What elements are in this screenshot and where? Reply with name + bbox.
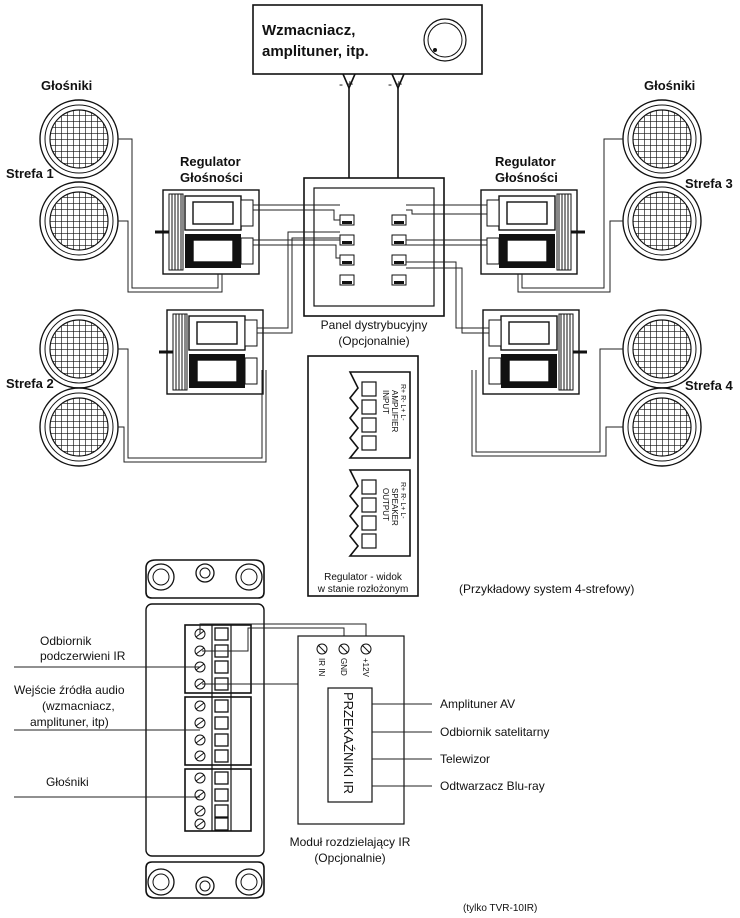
ir-receiver-label-1: Odbiornik bbox=[40, 634, 92, 648]
terminal-screw-slot bbox=[195, 752, 205, 760]
terminal-screw-slot bbox=[195, 680, 205, 688]
device-label-3: Telewizor bbox=[440, 752, 490, 766]
exploded-label-2: w stanie rozłożonym bbox=[317, 584, 409, 595]
amplifier-label-2: amplituner, itp. bbox=[262, 43, 369, 60]
input-label-3: R+ R- L+ L- bbox=[399, 384, 406, 421]
output-label-3: R+ R- L+ L- bbox=[399, 482, 406, 519]
terminal-clamp bbox=[214, 749, 229, 763]
terminal-clamp bbox=[214, 771, 229, 785]
ir-relays-label: PRZEKAŹNIKI IR bbox=[341, 692, 356, 794]
device-label-2: Odbiornik satelitarny bbox=[440, 725, 549, 739]
zone2-label: Strefa 2 bbox=[6, 376, 54, 391]
ir-module-label-2: (Opcjonalnie) bbox=[314, 851, 385, 865]
zone3-label: Strefa 3 bbox=[685, 176, 733, 191]
speaker-zone4-b bbox=[622, 387, 702, 467]
terminal-ir-in: IR IN bbox=[317, 658, 326, 676]
panel-label-2: (Opcjonalnie) bbox=[338, 334, 409, 348]
zone1-label: Strefa 1 bbox=[6, 166, 54, 181]
device-label-4: Odtwarzacz Blu-ray bbox=[440, 779, 545, 793]
speakers-label-left: Głośniki bbox=[41, 78, 92, 93]
bottom-wiring bbox=[14, 623, 367, 798]
exploded-regulator: INPUT AMPLIFIER R+ R- L+ L- OUTPUT SPEAK… bbox=[307, 355, 419, 597]
output-label-2: SPEAKER bbox=[390, 488, 399, 526]
terminal-clamp bbox=[214, 804, 229, 818]
input-label-1: INPUT bbox=[381, 390, 390, 414]
zone-wiring bbox=[118, 138, 623, 463]
terminal-clamp bbox=[214, 660, 229, 674]
ir-module-label-1: Moduł rozdzielający IR bbox=[290, 835, 411, 849]
terminal-12v: +12V bbox=[361, 658, 370, 678]
terminal-screw-slot bbox=[195, 807, 205, 815]
regulator-left-label-2: Głośności bbox=[180, 170, 243, 185]
speaker-zone2-b bbox=[39, 387, 119, 467]
device-label-1: Amplituner AV bbox=[440, 697, 515, 711]
volume-regulator-zone4 bbox=[481, 308, 589, 396]
terminal-screw-slot bbox=[195, 647, 205, 655]
terminal-clamp bbox=[214, 716, 229, 730]
audio-input-label-2: (wzmacniacz, bbox=[42, 699, 115, 713]
bottom-speakers-label: Głośniki bbox=[46, 775, 89, 789]
audio-input-label-3: amplituner, itp) bbox=[30, 715, 109, 729]
regulator-right-label-2: Głośności bbox=[495, 170, 558, 185]
speaker-zone1-b bbox=[39, 181, 119, 261]
regulator-left-label-1: Regulator bbox=[180, 154, 241, 169]
ir-splitter-module: IR IN GND +12V PRZEKAŹNIKI IR Moduł rozd… bbox=[290, 635, 432, 865]
terminal-clamp bbox=[214, 817, 229, 831]
regulator-right-label-1: Regulator bbox=[495, 154, 556, 169]
volume-regulator-zone2 bbox=[157, 308, 265, 396]
terminal-screw-slot bbox=[195, 736, 205, 744]
input-label-2: AMPLIFIER bbox=[390, 390, 399, 432]
terminal-screw-slot bbox=[195, 719, 205, 727]
exploded-label-1: Regulator - widok bbox=[324, 572, 403, 583]
terminal-clamp bbox=[214, 788, 229, 802]
speaker-zone3-a bbox=[622, 99, 702, 179]
system-note: (Przykładowy system 4-strefowy) bbox=[459, 582, 634, 596]
amplifier-label-1: Wzmacniacz, bbox=[262, 22, 355, 39]
terminal-screws bbox=[194, 627, 229, 831]
zone4-label: Strefa 4 bbox=[685, 378, 733, 393]
terminal-screw-slot bbox=[195, 702, 205, 710]
speaker-zone3-b bbox=[622, 181, 702, 261]
terminal-screw-slot bbox=[195, 774, 205, 782]
terminal-clamp bbox=[214, 733, 229, 747]
wall-plate bbox=[145, 559, 265, 899]
terminal-screw-slot bbox=[195, 820, 205, 828]
panel-label-1: Panel dystrybucyjny bbox=[321, 318, 428, 332]
output-label-1: OUTPUT bbox=[381, 488, 390, 521]
volume-regulator-zone1 bbox=[153, 188, 261, 276]
ir-receiver-label-2: podczerwieni IR bbox=[40, 649, 126, 663]
terminal-clamp bbox=[214, 699, 229, 713]
speaker-zone4-a bbox=[622, 309, 702, 389]
distribution-panel: Panel dystrybucyjny (Opcjonalnie) bbox=[303, 177, 445, 348]
terminal-gnd: GND bbox=[339, 658, 348, 676]
audio-input-label-1: Wejście źródła audio bbox=[14, 683, 125, 697]
model-note: (tylko TVR-10IR) bbox=[463, 903, 537, 914]
speakers-label-right: Głośniki bbox=[644, 78, 695, 93]
amplifier-box: Wzmacniacz, amplituner, itp. - + - + bbox=[252, 4, 483, 178]
volume-regulator-zone3 bbox=[479, 188, 587, 276]
terminal-clamp bbox=[214, 627, 229, 641]
